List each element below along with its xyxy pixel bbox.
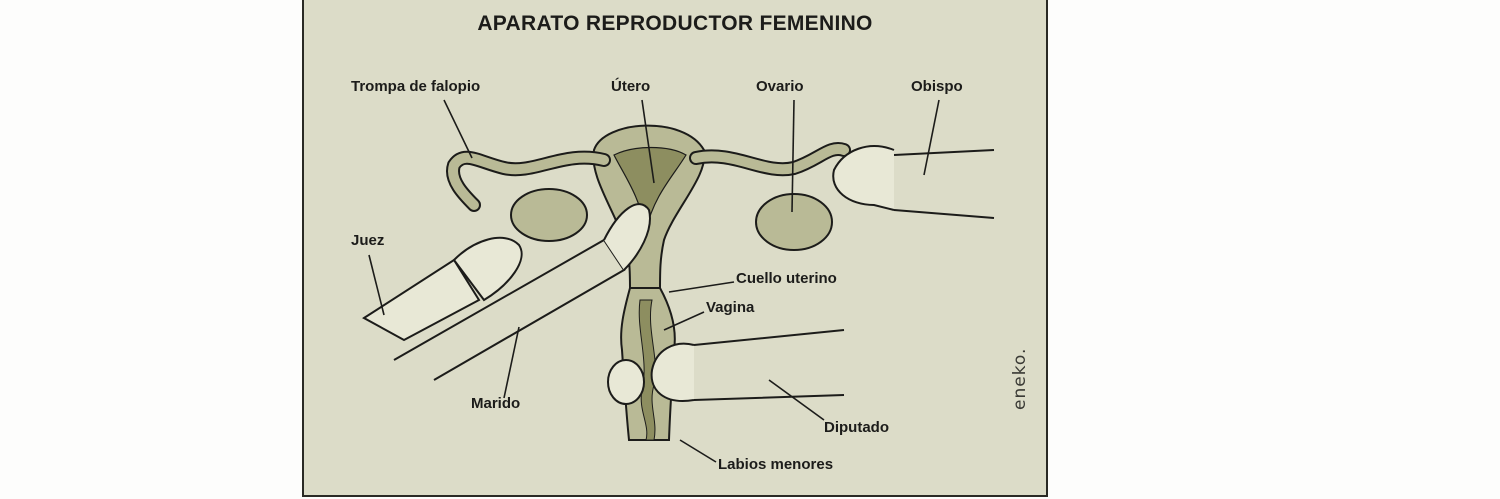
label-obispo: Obispo [911,78,963,95]
label-labios: Labios menores [718,456,834,473]
label-ovario: Ovario [756,78,804,95]
bishop-sleeve [893,149,995,219]
label-cuello: Cuello uterino [736,270,837,287]
cartoon-panel: APARATO REPRODUCTOR FEMENINO Trompa de f… [302,0,1048,497]
label-utero: Útero [611,78,651,95]
diagram-title: APARATO REPRODUCTOR FEMENINO [477,12,873,35]
leader-lines [368,99,940,463]
judge-glove [452,236,523,302]
artist-signature: eneko. [1010,347,1030,410]
label-juez: Juez [351,232,385,249]
anatomy-illustration [362,99,995,463]
deputy-sleeve [693,329,845,401]
label-marido: Marido [471,395,521,412]
left-tube-inner [448,152,609,210]
judge-arm [362,258,481,342]
uterus-cavity [613,146,687,231]
right-tube-inner [691,144,849,175]
label-trompa: Trompa de falopio [351,78,481,95]
left-ovary [510,188,588,242]
label-vagina: Vagina [706,299,755,316]
vaginal-canal [638,299,657,441]
deputy-hand [650,342,695,402]
right-ovary [755,193,833,251]
bishop-hand [832,145,895,211]
label-diputado: Diputado [824,419,889,436]
husband-hand [603,203,651,271]
left-hand-grip [607,359,645,405]
